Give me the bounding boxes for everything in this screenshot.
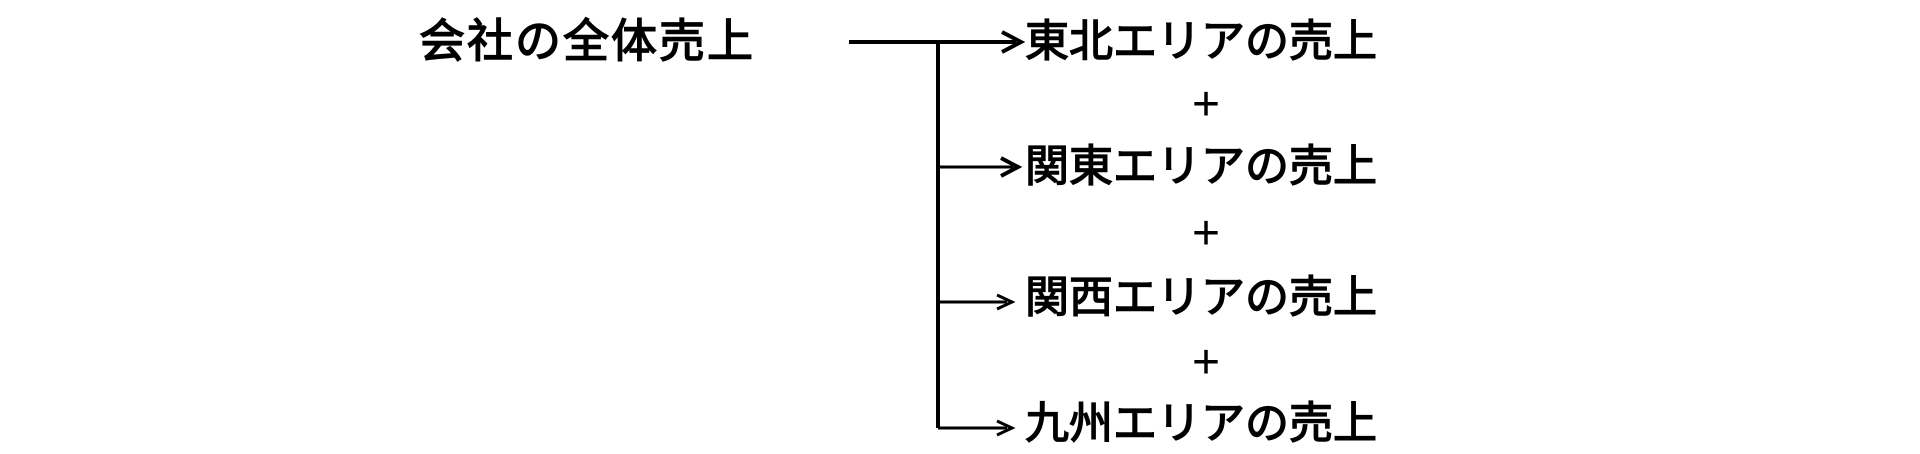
branch-label-kansai: 関西エリアの売上 <box>1025 273 1377 322</box>
branch4-arrowhead-icon <box>996 419 1016 437</box>
plus-operator: + <box>1191 207 1221 260</box>
source-node-label: 会社の全体売上 <box>419 15 755 67</box>
branch-label-tohoku: 東北エリアの売上 <box>1025 17 1377 66</box>
main-arrowhead-icon <box>1001 30 1026 54</box>
branch-label-kyushu: 九州エリアの売上 <box>1025 399 1377 448</box>
plus-operator: + <box>1191 78 1221 131</box>
plus-operator: + <box>1191 336 1221 389</box>
branch2-arrowhead-icon <box>1000 156 1023 178</box>
branch-label-kanto: 関東エリアの売上 <box>1025 142 1377 191</box>
branch3-arrowhead-icon <box>996 293 1016 311</box>
